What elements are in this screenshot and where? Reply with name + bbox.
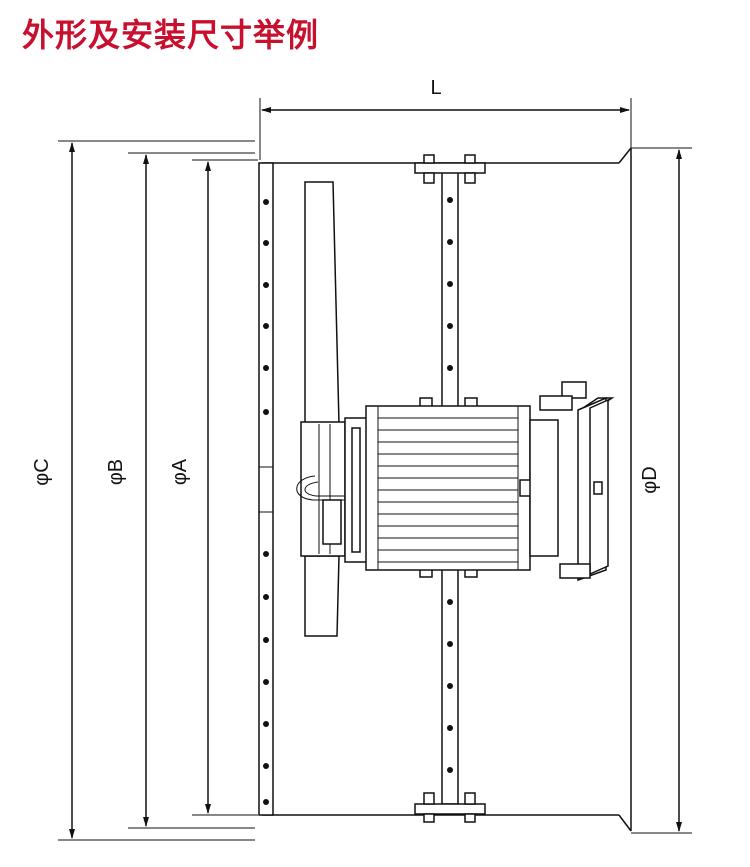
dimension-phi-a: φA [169, 161, 211, 814]
dimension-label-phi-b: φB [105, 459, 127, 485]
dimension-label-l: L [430, 77, 441, 99]
fan-impeller [296, 181, 352, 637]
diagram-title: 外形及安装尺寸举例 [22, 16, 320, 54]
motor [344, 397, 559, 578]
dimension-phi-d: φD [631, 147, 692, 834]
fan-casing [258, 147, 632, 832]
flange-bolt-holes [263, 199, 269, 805]
dimension-l: L [259, 77, 632, 160]
dimension-label-phi-d: φD [639, 466, 661, 493]
dimension-phi-c: φC [31, 142, 75, 839]
left-extension-lines [58, 140, 258, 841]
dimension-label-phi-a: φA [169, 458, 191, 485]
dimension-phi-b: φB [105, 154, 149, 827]
terminal-box [539, 381, 615, 582]
dimension-label-phi-c: φC [31, 458, 53, 485]
